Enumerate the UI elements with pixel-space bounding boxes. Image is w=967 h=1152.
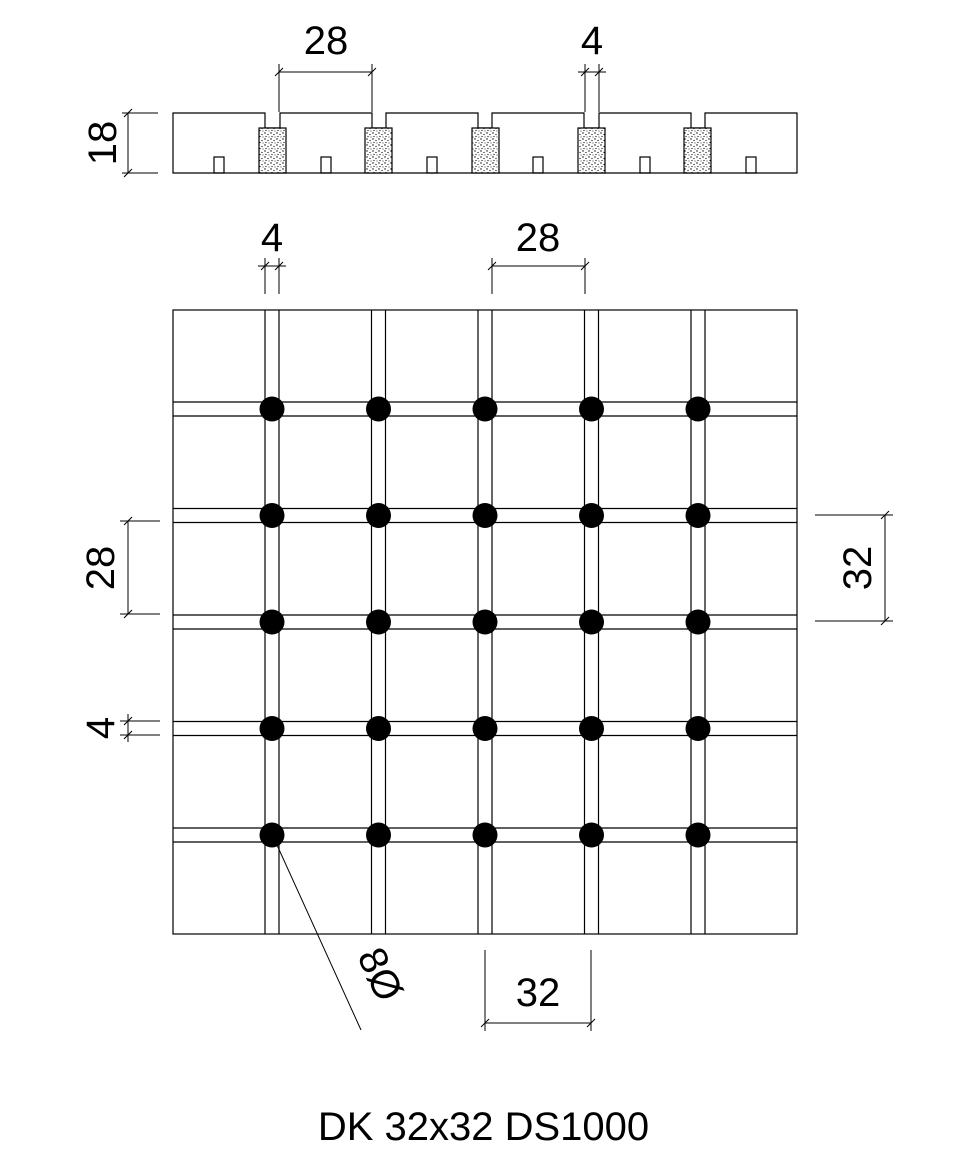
anchor-dot: [472, 822, 498, 848]
dim-section-joint: [578, 64, 606, 112]
plan-outline: [172, 309, 798, 935]
grout-joint: [577, 127, 606, 174]
grout-joint: [364, 127, 393, 174]
dim-plan-pitch-bottom: [480, 950, 596, 1031]
dim-plan-joint-top-label: 4: [261, 216, 283, 260]
anchor-dot: [366, 503, 391, 528]
anchor-dot: [579, 609, 604, 635]
stud: [213, 156, 225, 174]
stud: [639, 156, 651, 174]
anchor-dot: [685, 609, 711, 635]
dim-plan-joint-left-label: 4: [79, 717, 123, 739]
dim-plan-width-top: [487, 258, 590, 294]
anchor-dot: [685, 716, 711, 741]
grout-joint: [683, 127, 712, 174]
dim-section-height: [122, 108, 158, 178]
stud: [426, 156, 438, 174]
anchor-dot: [472, 503, 498, 528]
anchor-dot: [259, 609, 285, 635]
anchor-dot: [366, 716, 391, 741]
anchor-dot: [472, 716, 498, 741]
anchor-dot: [259, 503, 285, 528]
anchor-dot: [685, 503, 711, 528]
anchor-dot: [366, 396, 391, 422]
section-view: [172, 112, 798, 174]
anchor-dot: [472, 609, 498, 635]
anchor-dot: [472, 396, 498, 422]
anchor-points: [259, 396, 711, 848]
dim-plan-pitch-right-label: 32: [836, 546, 880, 591]
anchor-dot: [579, 396, 604, 422]
anchor-dot: [259, 716, 285, 741]
section-outline: [172, 112, 798, 174]
diameter-leader: [271, 833, 362, 1031]
dim-plan-pitch-right: [815, 510, 893, 626]
anchor-dot: [579, 503, 604, 528]
dim-section-height-label: 18: [81, 121, 125, 166]
plan-view: [172, 309, 798, 935]
grout-joint: [258, 127, 287, 174]
dim-plan-pitch-bottom-label: 32: [516, 971, 561, 1015]
dim-plan-width-left: [120, 516, 160, 619]
anchor-dot: [259, 396, 285, 422]
anchor-dot: [366, 822, 391, 848]
dim-plan-width-top-label: 28: [516, 216, 561, 260]
anchor-dot: [685, 396, 711, 422]
anchor-dot: [579, 822, 604, 848]
dim-plan-joint-left: [120, 714, 160, 742]
stud: [320, 156, 332, 174]
dim-section-joint-label: 4: [581, 19, 603, 63]
diameter-label: 8Ø: [349, 941, 411, 1008]
anchor-dot: [579, 716, 604, 741]
dim-section-width: [274, 64, 377, 112]
anchor-dot: [366, 609, 391, 635]
drawing-caption: DK 32x32 DS1000: [317, 1105, 650, 1149]
dim-plan-joint-top: [258, 258, 286, 294]
dim-section-width-label: 28: [304, 19, 349, 63]
grout-joint: [471, 127, 500, 174]
stud: [745, 156, 757, 174]
dim-plan-width-left-label: 28: [79, 546, 123, 591]
stud: [532, 156, 544, 174]
anchor-dot: [685, 822, 711, 848]
